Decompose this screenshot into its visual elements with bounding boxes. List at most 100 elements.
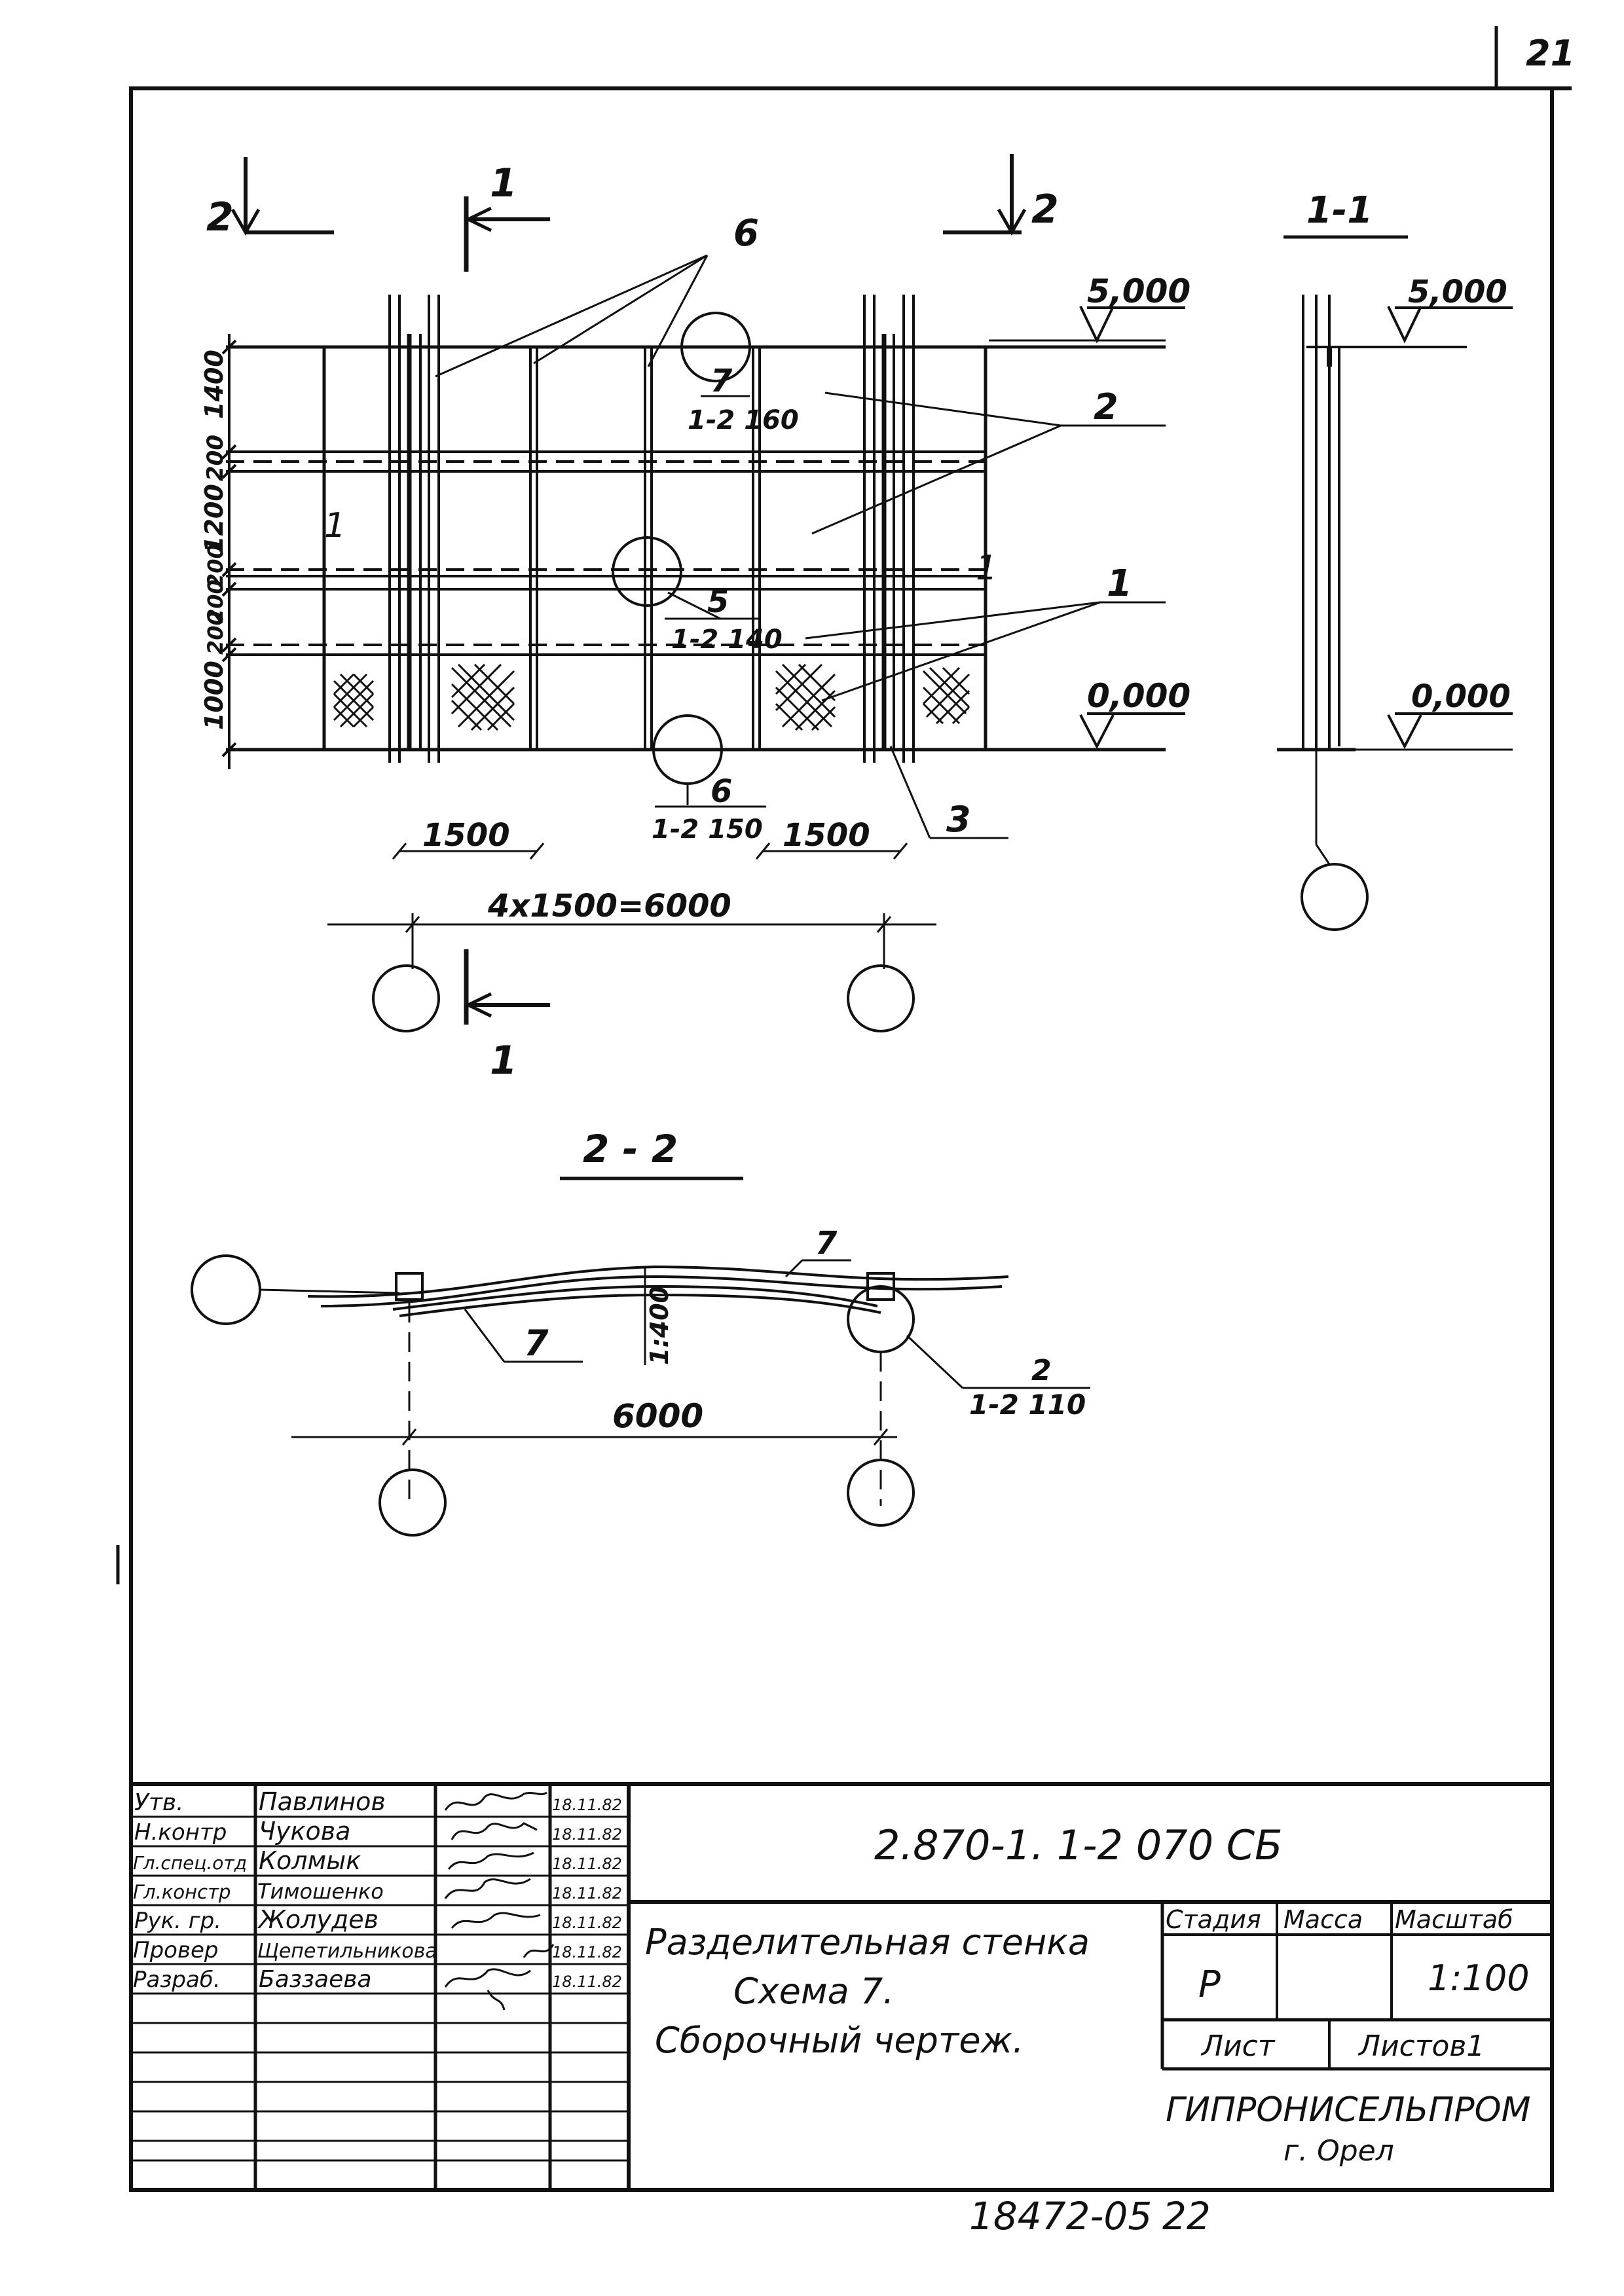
section-1-1: 1-1 5,000 0,000 [1277, 189, 1513, 931]
sheet-label: Лист [1200, 2030, 1276, 2063]
svg-text:5,000: 5,000 [1408, 274, 1507, 310]
column-section-left [395, 1272, 424, 1301]
svg-text:1-2 110: 1-2 110 [969, 1389, 1086, 1421]
column-section-right [866, 1272, 895, 1301]
axis-circle-2-2-right [847, 1459, 915, 1527]
organization-name: ГИПРОНИСЕЛЬПРОМ [1166, 2090, 1530, 2130]
svg-text:3: 3 [946, 799, 971, 840]
svg-text:7: 7 [710, 363, 733, 399]
detail-circle-2 [847, 1285, 915, 1353]
elevation-bottom: 0,000 [1079, 677, 1190, 750]
section-1-1-title: 1-1 [1306, 189, 1373, 232]
svg-text:2: 2 [1031, 1354, 1052, 1387]
axis-circle-section-1-1 [1301, 863, 1369, 931]
mesh-panels [333, 663, 970, 731]
svg-text:1-2 140: 1-2 140 [671, 625, 783, 655]
svg-text:Разраб.: Разраб. [133, 1967, 221, 1993]
callout-6-top: 6 [435, 212, 759, 378]
title-line-2: Схема 7. [733, 1971, 894, 2012]
drawing-frame [129, 86, 1554, 2192]
elevation-top: 5,000 [989, 272, 1190, 344]
svg-text:0,000: 0,000 [1411, 678, 1511, 715]
page-number-box: 21 [1494, 26, 1575, 88]
callout-1-left: 1 [324, 506, 346, 545]
axis-circle-left [372, 964, 440, 1032]
section-2-2-title: 2 - 2 [583, 1127, 678, 1171]
height-dimensions: 1400 200 1200 200 200 200 1000 [200, 334, 237, 769]
slope-mark: 1:400 [644, 1267, 674, 1365]
svg-text:Баззаева: Баззаева [259, 1966, 372, 1993]
axis-circle-right [847, 964, 915, 1032]
elevation-1-1-top: 5,000 [1387, 274, 1513, 344]
svg-text:2: 2 [1031, 187, 1059, 232]
svg-text:Щепетильникова: Щепетильникова [257, 1940, 437, 1963]
handwritten-signatures [444, 1791, 555, 2011]
svg-text:Провер: Провер [133, 1937, 219, 1963]
svg-text:1: 1 [490, 1038, 517, 1084]
height-dim-1000: 1000 [200, 661, 229, 730]
svg-text:6: 6 [733, 212, 759, 255]
svg-text:18.11.82: 18.11.82 [552, 1884, 622, 1903]
axis-circle-2-2-left-end [191, 1254, 261, 1325]
svg-text:18.11.82: 18.11.82 [552, 1855, 622, 1873]
page-number: 21 [1526, 33, 1575, 74]
title-block: Утв. Павлинов 18.11.82 Н.контр Чукова 18… [131, 1782, 1552, 2190]
svg-text:6000: 6000 [612, 1397, 703, 1435]
title-line-1: Разделительная стенка [645, 1922, 1090, 1963]
svg-text:2: 2 [1094, 386, 1118, 428]
svg-text:Павлинов: Павлинов [259, 1787, 386, 1816]
plan-view: 2 2 1 [200, 154, 1190, 1084]
svg-text:1500: 1500 [783, 817, 870, 854]
svg-text:1: 1 [490, 160, 517, 206]
svg-text:18.11.82: 18.11.82 [552, 1973, 622, 1991]
height-dim-1200: 1200 [200, 484, 229, 553]
callout-7: 7 1-2 160 [688, 363, 799, 435]
svg-text:1500: 1500 [422, 817, 510, 854]
header-mass: Масса [1283, 1905, 1363, 1934]
svg-text:Гл.констр: Гл.констр [133, 1881, 231, 1903]
callout-5: 5 1-2 140 [665, 583, 783, 655]
dimension-bays: 1500 1500 [392, 817, 908, 860]
axis-circle-2-2-left [378, 1468, 447, 1537]
svg-text:1-2 160: 1-2 160 [688, 405, 799, 435]
callout-6-bottom: 6 1-2 150 [652, 773, 766, 845]
svg-text:Утв.: Утв. [134, 1789, 184, 1816]
callout-2-2-2: 2 1-2 110 [906, 1334, 1090, 1421]
archive-number: 18472-05 [969, 2194, 1152, 2238]
height-dim-1400: 1400 [200, 350, 229, 419]
detail-circle-5 [612, 536, 682, 607]
section-2-2: 2 - 2 7 7 1:400 [191, 1127, 1090, 1537]
section-mark-2-left: 2 [206, 157, 334, 240]
sheets-label: Листов1 [1357, 2030, 1485, 2063]
svg-text:Н.контр: Н.контр [134, 1819, 227, 1846]
stage-value: Р [1198, 1963, 1221, 2006]
dimension-2-2-total: 6000 [291, 1397, 897, 1446]
callout-2: 2 [811, 386, 1166, 535]
svg-text:7: 7 [815, 1225, 838, 1262]
section-mark-2-right: 2 [943, 154, 1059, 236]
height-dim-200c: 200 [203, 579, 228, 623]
height-dim-200a: 200 [202, 435, 229, 481]
header-stage: Стадия [1166, 1905, 1261, 1934]
svg-text:Гл.спец.отд: Гл.спец.отд [133, 1852, 247, 1874]
svg-text:18.11.82: 18.11.82 [552, 1825, 622, 1844]
svg-text:7: 7 [524, 1322, 549, 1364]
header-scale: Масштаб [1395, 1905, 1513, 1934]
dimension-total: 4x1500=6000 [327, 888, 936, 969]
callout-2-2-7-top: 7 [784, 1225, 851, 1278]
svg-text:4x1500=6000: 4x1500=6000 [487, 888, 731, 924]
column-right [863, 295, 915, 763]
document-code: 2.870-1. 1-2 070 СБ [874, 1821, 1283, 1869]
callout-1: 1 [805, 562, 1166, 702]
column-left [388, 295, 440, 763]
title-line-3: Сборочный чертеж. [655, 2020, 1024, 2061]
callout-1-right: 1 [976, 549, 997, 588]
svg-text:18.11.82: 18.11.82 [552, 1943, 622, 1961]
height-dim-200b: 200 [203, 544, 228, 588]
svg-text:Тимошенко: Тимошенко [257, 1879, 384, 1904]
svg-text:6: 6 [710, 773, 732, 810]
callout-3: 3 [889, 746, 1008, 840]
svg-text:5: 5 [707, 583, 729, 620]
svg-text:18.11.82: 18.11.82 [552, 1914, 622, 1932]
